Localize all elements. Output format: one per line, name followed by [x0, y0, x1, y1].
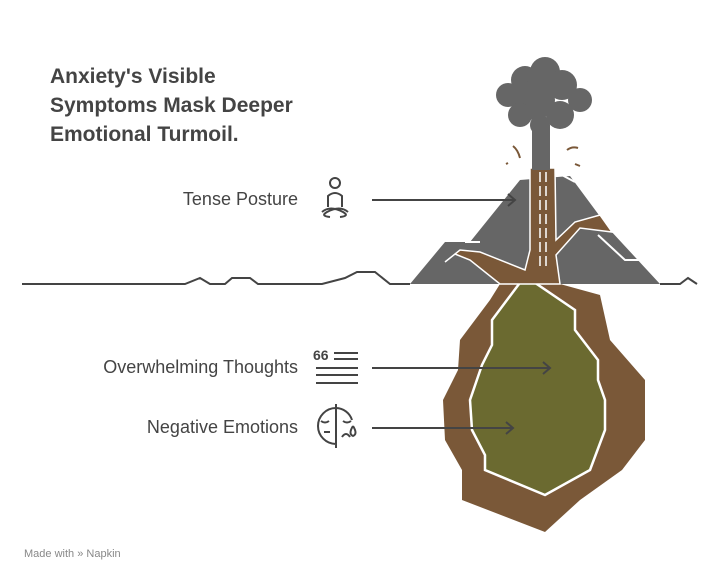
- footer-brand: Napkin: [86, 548, 121, 560]
- diagram-title: Anxiety's Visible Symptoms Mask Deeper E…: [50, 65, 293, 146]
- meditation-person-icon: [321, 177, 349, 218]
- magma-conduit: [444, 167, 614, 285]
- svg-text:66: 66: [313, 347, 329, 363]
- quote-lines-icon: 66: [313, 347, 358, 384]
- ash-column: [532, 125, 550, 170]
- sad-face-icon: [317, 404, 357, 448]
- label-overwhelming-thoughts: Overwhelming Thoughts: [103, 357, 298, 377]
- arrow-overwhelming-thoughts: [372, 361, 552, 375]
- label-tense-posture: Tense Posture: [182, 189, 298, 209]
- ground-line: [22, 271, 698, 285]
- conduit-lines: [539, 172, 547, 270]
- napkin-logo-icon: »: [77, 548, 84, 560]
- footer: Made with » Napkin: [24, 548, 121, 560]
- ash-cloud: [496, 57, 592, 135]
- label-negative-emotions: Negative Emotions: [146, 417, 298, 437]
- magma-splatter: [505, 145, 581, 167]
- emotional-core: [468, 274, 607, 497]
- arrow-negative-emotions: [372, 421, 515, 435]
- footer-prefix: Made with: [24, 548, 75, 560]
- arrow-tense-posture: [372, 193, 517, 207]
- mountain-ridges: [465, 173, 645, 261]
